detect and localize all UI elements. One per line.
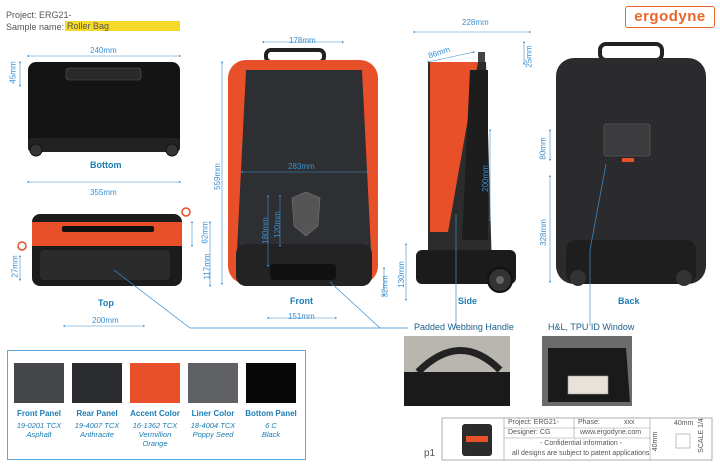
swatch-label: Front Panel bbox=[16, 409, 61, 418]
callout-leaders bbox=[113, 163, 607, 329]
ergodyne-logo: ergodyne bbox=[625, 6, 715, 28]
dim-bottom-width: 240mm bbox=[90, 46, 117, 55]
dim-overall-width: 355mm bbox=[90, 188, 117, 197]
swatch-label: Liner Color bbox=[191, 409, 235, 418]
swatch-rear-panel bbox=[72, 363, 122, 403]
callout-padded-handle: Padded Webbing Handle bbox=[414, 322, 514, 332]
view-label-back: Back bbox=[618, 296, 640, 306]
dim-top-27: 27mm bbox=[10, 255, 20, 278]
front-view bbox=[220, 40, 386, 320]
dim-side-25: 25mm bbox=[524, 45, 534, 68]
view-label-top: Top bbox=[98, 298, 114, 308]
side-view bbox=[404, 30, 532, 302]
view-label-side: Side bbox=[458, 296, 478, 306]
dim-top-200: 200mm bbox=[92, 316, 119, 325]
callout-id-window: H&L, TPU ID Window bbox=[548, 322, 635, 332]
tb-phase-label: Phase: bbox=[578, 419, 600, 426]
dim-front-32: 32mm bbox=[380, 275, 390, 298]
dim-side-200: 200mm bbox=[480, 165, 490, 192]
sample-name-value: Roller Bag bbox=[65, 21, 180, 31]
color-swatch-panel: Front Panel Rear Panel Accent Color Line… bbox=[7, 350, 306, 460]
view-label-bottom: Bottom bbox=[90, 160, 122, 170]
swatch-label: Rear Panel bbox=[76, 409, 118, 418]
dim-bottom-depth: 45mm bbox=[8, 61, 18, 84]
swatch-front-panel bbox=[14, 363, 64, 403]
dim-side-130: 130mm bbox=[396, 261, 406, 288]
dim-back-80: 80mm bbox=[538, 137, 548, 160]
swatch-accent-color bbox=[130, 363, 180, 403]
dim-back-328: 328mm bbox=[538, 219, 548, 246]
tb-phase-value: xxx bbox=[624, 419, 635, 426]
dim-top-117: 117mm bbox=[202, 253, 212, 280]
sample-label: Sample name: bbox=[6, 22, 65, 32]
dim-front-559: 559mm bbox=[212, 163, 222, 190]
view-label-front: Front bbox=[290, 296, 313, 306]
tb-url: www.ergodyne.com bbox=[580, 429, 642, 436]
dim-side-228: 228mm bbox=[462, 18, 489, 27]
dim-front-151: 151mm bbox=[288, 312, 315, 321]
tb-confidential: - Confidential information - bbox=[540, 440, 623, 447]
swatch-label: Bottom Panel bbox=[245, 409, 297, 418]
dim-top-62: 62mm bbox=[200, 221, 210, 244]
tb-scale-40-horizontal: 40mm bbox=[674, 420, 694, 427]
bottom-view bbox=[18, 54, 182, 184]
project-label: Project: ERG21- bbox=[6, 10, 72, 20]
title-block bbox=[441, 417, 713, 461]
tb-scale-40-vertical: 40mm bbox=[652, 431, 660, 452]
handle-photo bbox=[404, 336, 510, 406]
dim-front-120: 120mm bbox=[272, 211, 282, 238]
swatch-label: Accent Color bbox=[130, 409, 180, 418]
dim-front-178: 178mm bbox=[289, 36, 316, 45]
back-view bbox=[548, 42, 706, 286]
id-window-photo bbox=[542, 336, 632, 406]
page-number: p1 bbox=[424, 448, 436, 459]
swatch-bottom-panel bbox=[246, 363, 296, 403]
dim-front-283: 283mm bbox=[288, 162, 315, 171]
tb-patent: all designs are subject to patent applic… bbox=[512, 450, 650, 457]
swatch-liner-color bbox=[188, 363, 238, 403]
tb-scale: SCALE 1/4 bbox=[697, 418, 705, 453]
top-view bbox=[17, 207, 212, 328]
dim-front-180: 180mm bbox=[260, 217, 270, 244]
tb-project: Project: ERG21- bbox=[508, 419, 559, 426]
tb-designer: Designer: CG bbox=[508, 429, 551, 436]
